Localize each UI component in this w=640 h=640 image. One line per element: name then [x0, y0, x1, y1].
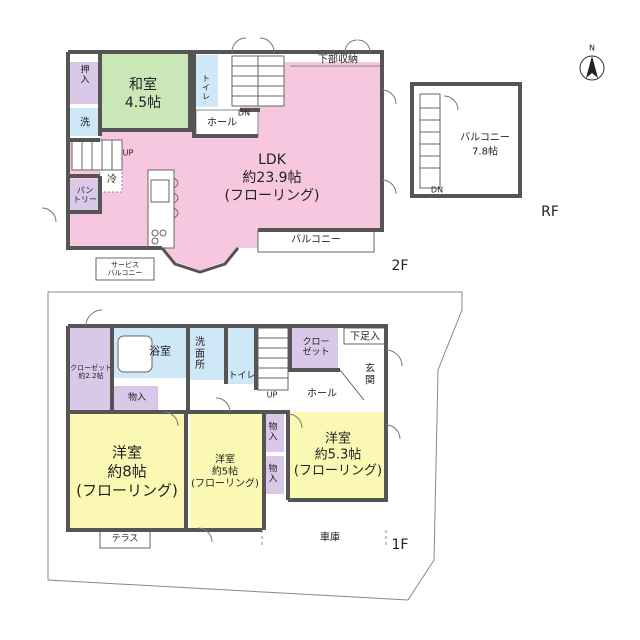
western5-size: 約5帖 — [211, 466, 239, 478]
compass — [579, 55, 605, 81]
stove — [151, 229, 159, 237]
bathtub — [117, 335, 153, 373]
compass-label: N — [589, 43, 595, 53]
hall-2f — [195, 109, 259, 137]
western53-name: 洋室 — [324, 431, 352, 447]
dn-2f: DN — [237, 108, 251, 118]
walkin-label: クローゼット 約2.2帖 — [70, 363, 112, 380]
walkin-closet — [70, 328, 112, 410]
stove — [151, 237, 159, 245]
toilet-2f — [194, 55, 218, 107]
western53-floor: (フローリング) — [293, 463, 383, 479]
shoe-storage-label: 下足入 — [350, 331, 380, 343]
stairs-up — [71, 139, 123, 171]
storage-b — [262, 414, 284, 452]
up-1f: UP — [266, 390, 278, 400]
ldk-size: 約23.9帖 — [242, 169, 302, 186]
rf-balcony-size: 7.8帖 — [472, 146, 498, 158]
toilet-2f-label: トイレ — [202, 74, 210, 102]
pantry-label: パン トリー — [73, 185, 97, 204]
western-8 — [70, 412, 184, 528]
western5-floor: (フローリング) — [191, 478, 259, 490]
stairs-1f — [257, 327, 289, 391]
floor-1f-label: 1F — [391, 536, 409, 553]
washer-label: 洗 — [80, 117, 90, 129]
sink — [150, 179, 170, 203]
floor-rf — [410, 82, 522, 198]
washer-area — [70, 108, 100, 136]
fridge — [99, 165, 123, 193]
western5-name: 洋室 — [215, 454, 235, 466]
fridge-label: 冷 — [107, 174, 117, 186]
service-balcony-label: サービス バルコニー — [107, 260, 143, 277]
western-53 — [288, 412, 384, 498]
garage-outline — [261, 530, 387, 545]
closet-1f — [292, 328, 338, 368]
ldk-room — [68, 62, 382, 270]
garage-label: 車庫 — [320, 532, 340, 544]
floor-2f — [41, 37, 397, 281]
storage-c-label: 物入 — [268, 464, 278, 485]
pantry — [70, 180, 100, 210]
ldk-floor: (フローリング) — [224, 187, 320, 204]
balcony-2f-label: バルコニー — [291, 234, 341, 246]
western-5 — [190, 412, 262, 528]
storage-c — [262, 456, 284, 494]
bath-label: 浴室 — [149, 344, 171, 358]
walls-1f — [66, 324, 388, 532]
washitsu-name: 和室 — [129, 76, 157, 93]
compass-needle — [586, 56, 598, 78]
storage-a — [114, 386, 158, 410]
washroom-label: 洗 面 所 — [195, 336, 205, 371]
hall-1f-label: ホール — [307, 388, 337, 400]
dn-rf: DN — [430, 185, 444, 195]
storage-a-label: 物入 — [127, 392, 147, 403]
floor-rf-label: RF — [541, 203, 559, 220]
ldk-name: LDK — [258, 151, 286, 168]
hall-2f-label: ホール — [207, 117, 237, 129]
counter-seats — [173, 177, 179, 219]
up-2f: UP — [122, 148, 134, 158]
washroom — [188, 328, 226, 380]
oshiire-label: 押入 — [80, 65, 90, 86]
toilet-1f — [228, 328, 256, 384]
service-balcony — [95, 257, 155, 281]
bay-window — [160, 247, 240, 274]
lower-storage-label: 下部収納 — [318, 54, 358, 66]
stove — [159, 229, 167, 237]
western8-floor: (フローリング) — [76, 481, 178, 500]
toilet-1f-label: トイレ — [228, 370, 256, 381]
door-swing-rf — [443, 95, 459, 111]
stairs-rf — [419, 93, 441, 189]
rf-balcony-name: バルコニー — [460, 132, 510, 144]
washitsu-room — [100, 52, 190, 130]
walls-2f — [66, 50, 384, 250]
oshiire — [70, 62, 100, 104]
door-swing-1f — [85, 309, 403, 543]
western53-size: 約5.3帖 — [314, 447, 362, 463]
stairs-2f — [231, 55, 285, 107]
site-boundary — [47, 291, 463, 601]
entrance-step — [339, 369, 365, 401]
floor-2f-label: 2F — [391, 257, 409, 274]
terrace-label: テラス — [111, 533, 139, 544]
washitsu-size: 4.5帖 — [124, 94, 162, 111]
western8-name: 洋室 — [111, 443, 143, 462]
storage-b-label: 物入 — [268, 422, 278, 443]
entrance-label: 玄 関 — [365, 363, 375, 387]
closet-1f-label: クロー ゼット — [302, 337, 330, 358]
western8-size: 約8帖 — [107, 462, 147, 481]
floor-1f — [47, 291, 463, 601]
door-swing — [41, 37, 397, 223]
